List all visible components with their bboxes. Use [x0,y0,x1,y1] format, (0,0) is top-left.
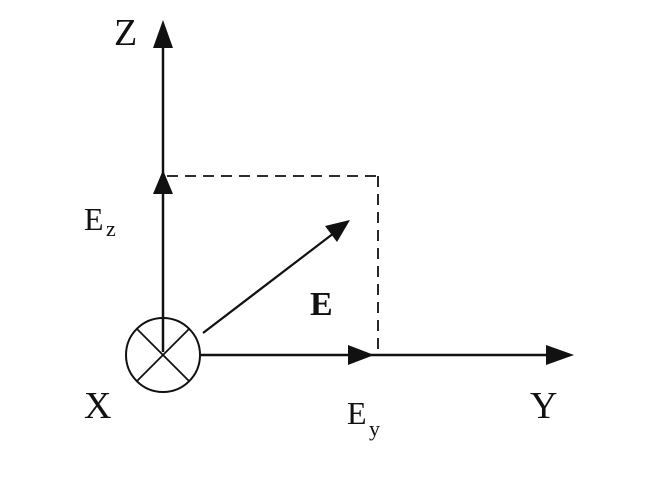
e-vector-arrowhead [325,220,350,242]
ez-label-main: E [84,201,104,237]
x-axis-label: X [84,385,111,427]
z-axis-label: Z [114,12,137,54]
x-axis-into-page-icon [125,317,201,393]
z-axis-arrowhead [153,20,173,48]
e-vector-line [202,232,335,334]
ez-arrowhead [153,170,173,194]
ey-component-label: E y [347,395,380,441]
y-axis-arrowhead [546,345,574,365]
e-vector-label: E [310,286,333,323]
ez-component-label: E z [84,201,116,241]
ey-label-subscript: y [369,416,380,441]
ey-arrowhead [348,345,374,365]
y-axis-label: Y [530,385,557,427]
x-axis-cross-stroke-b [136,328,190,382]
ez-label-subscript: z [106,216,116,241]
ey-label-main: E [347,395,367,431]
